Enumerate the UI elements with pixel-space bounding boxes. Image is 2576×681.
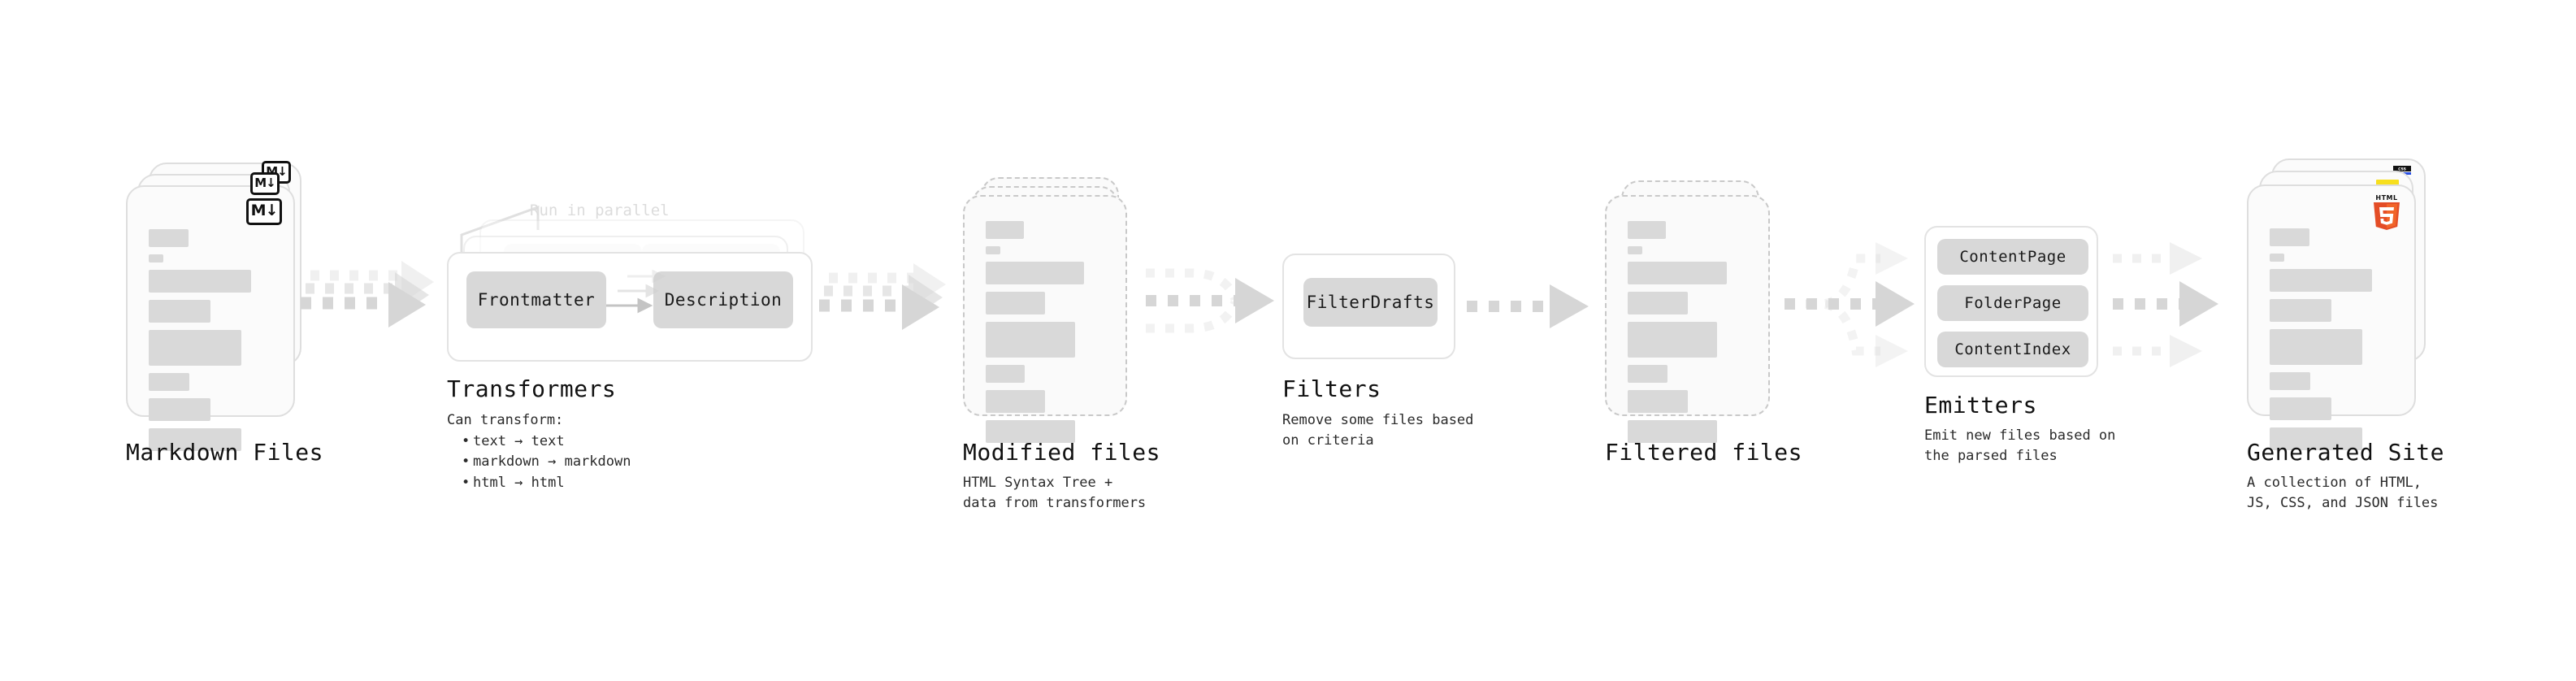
transformer-pill-description[interactable]: Description	[653, 271, 793, 328]
content-line	[1628, 292, 1688, 314]
content-line	[986, 246, 1000, 254]
content-line	[2270, 372, 2311, 390]
arrow-filters-to-filtered	[1467, 284, 1589, 328]
generated-site-title: Generated Site	[2247, 439, 2445, 466]
content-line	[986, 292, 1045, 314]
content-line	[2270, 269, 2373, 292]
content-line	[149, 398, 210, 421]
content-line	[1628, 365, 1667, 383]
transformers-panel-front: Frontmatter Description	[447, 252, 813, 362]
markdown-badge-label-middle: M↓	[254, 175, 275, 190]
markdown-badge-icon: M↓	[246, 198, 282, 225]
emitters-subtitle: Emit new files based on the parsed files	[1924, 427, 2116, 464]
svg-text:HTML: HTML	[2375, 194, 2397, 202]
content-line	[1628, 221, 1667, 239]
transformers-lead: Can transform:	[447, 412, 564, 428]
modified-files-title: Modified files	[963, 439, 1161, 466]
content-line	[149, 300, 210, 323]
content-line	[149, 270, 252, 293]
filtered-files-card-stack	[1605, 180, 1792, 443]
filters-title: Filters	[1282, 375, 1381, 402]
emitter-pill-folderpage-label: FolderPage	[1964, 294, 2062, 312]
content-line	[986, 420, 1075, 443]
markdown-file-content-lines	[149, 229, 272, 458]
emitter-pill-contentindex-label: ContentIndex	[1954, 340, 2071, 358]
transformers-panel-stack: Frontmatter Description	[447, 219, 829, 362]
transformers-bullet-item: html → html	[462, 473, 631, 494]
html5-icon: HTML	[2370, 193, 2403, 230]
content-line	[149, 373, 190, 391]
transformer-pill-frontmatter-label: Frontmatter	[477, 290, 596, 310]
generated-site-subtitle: A collection of HTML, JS, CSS, and JSON …	[2247, 475, 2439, 511]
emitter-pill-folderpage[interactable]: FolderPage	[1937, 285, 2088, 321]
content-line	[2270, 397, 2331, 420]
svg-text:CSS: CSS	[2398, 167, 2406, 172]
arrow-filtered-to-emitters-fanout	[1785, 242, 1915, 367]
generated-site-card-front: HTML	[2247, 184, 2416, 450]
content-line	[986, 262, 1085, 284]
transformers-bullet-item: text → text	[462, 432, 631, 453]
transformers-title: Transformers	[447, 375, 617, 402]
emitters-panel: ContentPage FolderPage ContentIndex	[1924, 226, 2098, 377]
content-line	[149, 229, 189, 247]
transformers-bullet-item: markdown → markdown	[462, 452, 631, 473]
content-line	[1628, 322, 1718, 358]
emitter-pill-contentpage-label: ContentPage	[1959, 248, 2066, 266]
content-line	[2270, 299, 2331, 322]
arrow-emitters-to-site	[2113, 242, 2218, 367]
run-in-parallel-note: Run in parallel	[530, 202, 670, 219]
markdown-files-title: Markdown Files	[126, 439, 324, 466]
content-line	[986, 322, 1075, 358]
content-line	[2270, 329, 2362, 365]
filtered-file-card-front	[1605, 195, 1770, 443]
filtered-files-title: Filtered files	[1605, 439, 1803, 466]
modified-files-subtitle: HTML Syntax Tree + data from transformer…	[963, 475, 1147, 511]
arrow-modified-to-filters-fanin	[1146, 268, 1274, 333]
transformers-bullet-list: text → text markdown → markdown html → h…	[447, 432, 631, 494]
content-line	[986, 390, 1045, 413]
filtered-file-content-lines	[1628, 221, 1747, 450]
emitter-pill-contentindex[interactable]: ContentIndex	[1937, 332, 2088, 367]
modified-file-content-lines	[986, 221, 1104, 450]
emitter-pill-contentpage[interactable]: ContentPage	[1937, 239, 2088, 275]
content-line	[986, 365, 1026, 383]
arrow-transformers-to-modified	[819, 263, 946, 330]
modified-file-card-front	[963, 195, 1127, 443]
filter-pill-filterdrafts[interactable]: FilterDrafts	[1303, 278, 1438, 327]
content-line	[2270, 427, 2362, 450]
content-line	[149, 428, 241, 451]
markdown-files-card-stack: M↓ M↓ M↓	[126, 161, 313, 451]
filter-pill-filterdrafts-label: FilterDrafts	[1306, 293, 1435, 312]
content-line	[149, 254, 164, 262]
generated-site-content-lines	[2270, 228, 2393, 458]
arrow-markdown-to-transformers	[301, 261, 434, 327]
transformer-pill-description-label: Description	[664, 290, 783, 310]
modified-files-card-stack	[963, 177, 1150, 443]
content-line	[1628, 420, 1718, 443]
markdown-file-card-front: M↓	[126, 185, 295, 451]
transformers-description: Can transform: text → text markdown → ma…	[447, 410, 631, 493]
content-line	[1628, 390, 1688, 413]
markdown-badge-icon-middle: M↓	[250, 172, 280, 195]
emitters-title: Emitters	[1924, 392, 2037, 419]
content-line	[1628, 262, 1727, 284]
filters-panel: FilterDrafts	[1282, 254, 1455, 359]
content-line	[2270, 254, 2285, 262]
content-line	[149, 330, 241, 366]
filters-subtitle: Remove some files based on criteria	[1282, 412, 1474, 449]
content-line	[1628, 246, 1642, 254]
content-line	[986, 221, 1024, 239]
generated-site-card-stack: CSS HTML	[2247, 158, 2442, 450]
transformer-pill-frontmatter[interactable]: Frontmatter	[466, 271, 606, 328]
content-line	[2270, 228, 2309, 246]
markdown-badge-label: M↓	[250, 202, 279, 219]
